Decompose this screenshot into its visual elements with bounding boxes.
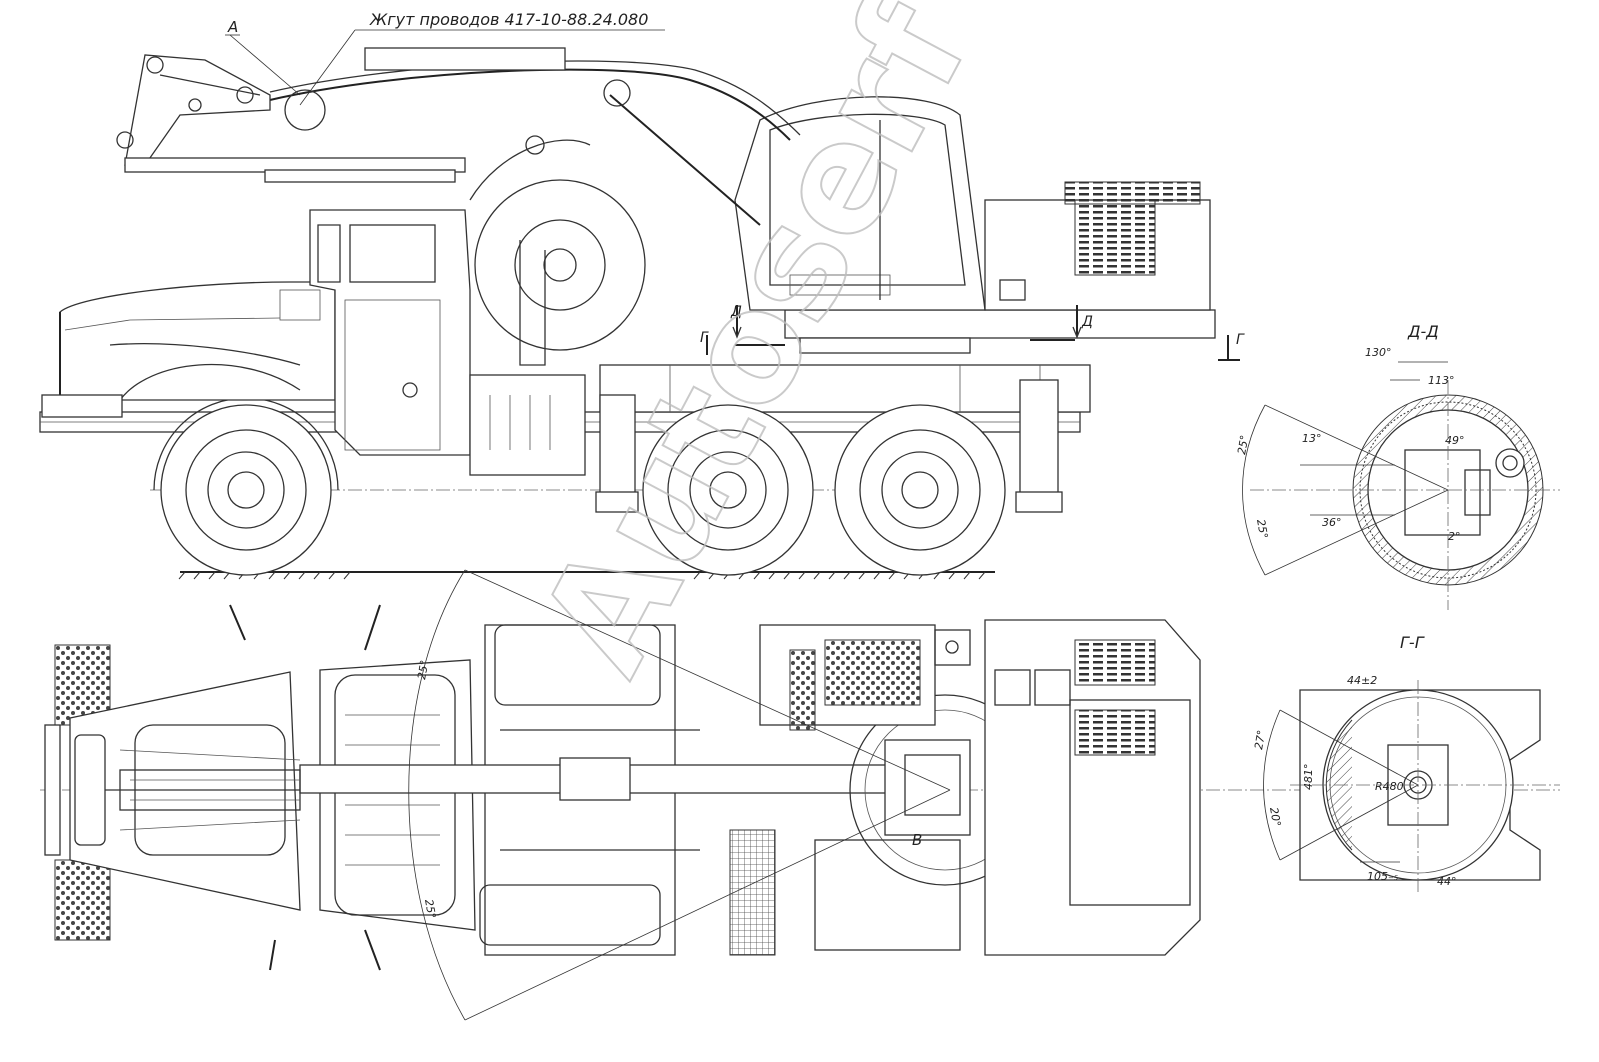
section-dd [1242, 361, 1560, 610]
harness-title: Жгут проводов 417-10-88.24.080 [369, 10, 648, 29]
section-cut-marks [706, 305, 1240, 361]
dim-dd-25-bottom: 25° [1254, 518, 1270, 539]
dim-gg-44: 44° [1437, 875, 1457, 888]
section-gg [1263, 680, 1560, 895]
boom-arm [269, 47, 801, 226]
operator-cabin [734, 96, 986, 311]
plan-hood [69, 671, 301, 911]
dim-dd-130: 130° [1365, 346, 1392, 359]
dim-dd-113: 113° [1428, 374, 1455, 387]
plan-cabin-top [729, 624, 961, 956]
section-dd-title: Д-Д [1407, 322, 1439, 341]
truck-hood [41, 281, 336, 418]
section-gg-title: Г-Г [1400, 633, 1425, 652]
cable-drum [474, 179, 646, 366]
front-plate-bottom [54, 859, 111, 941]
boom-jib [116, 54, 466, 183]
mirrors [229, 604, 381, 971]
plan-view [40, 569, 1560, 1021]
dim-gg-27: 27° [1252, 729, 1268, 750]
plan-turntable [849, 694, 1041, 886]
turntable [784, 309, 1216, 354]
front-wheel [153, 397, 339, 576]
front-bumper [44, 724, 61, 856]
harness-leader [225, 29, 665, 106]
dim-gg-20: 20° [1267, 806, 1283, 827]
dim-gg-105: 105₋₅ [1367, 870, 1398, 883]
dim-dd-2: 2° [1448, 530, 1461, 543]
outrigger-rear [1015, 379, 1063, 513]
dim-dd-36: 36° [1322, 516, 1342, 529]
dim-dd-25-top: 25° [1235, 434, 1251, 455]
dim-gg-r480: R480 [1375, 780, 1404, 793]
cut-d-right-label: Д [1081, 314, 1093, 330]
dim-dd-49: 49° [1445, 434, 1465, 447]
truck-cab [309, 209, 471, 456]
rear-wheel [834, 404, 1006, 576]
outrigger-front [595, 394, 639, 513]
cut-g-right-label: Г [1236, 332, 1245, 348]
dim-gg-44pm2: 44±2 [1347, 674, 1377, 687]
plan-cab [319, 659, 476, 931]
dim-dd-13: 13° [1302, 432, 1322, 445]
plan-swing-arcs [408, 569, 951, 1021]
cut-g-side-label: Г [700, 330, 709, 346]
equipment-box [469, 374, 586, 476]
dim-plan-25-top: 25° [415, 659, 431, 680]
view-v-label: В [912, 831, 922, 849]
side-view [39, 47, 1240, 580]
plan-boom [119, 757, 901, 811]
dim-plan-25-bottom: 25° [422, 898, 438, 919]
view-a-label: А [227, 18, 238, 36]
dim-gg-481: 481° [1302, 764, 1315, 791]
engine-counterweight [984, 181, 1211, 311]
cut-d-left-label: Д [730, 304, 742, 320]
boom-pivots [284, 79, 631, 201]
plan-engine-compartment [934, 619, 1201, 956]
middle-wheel [642, 404, 814, 576]
